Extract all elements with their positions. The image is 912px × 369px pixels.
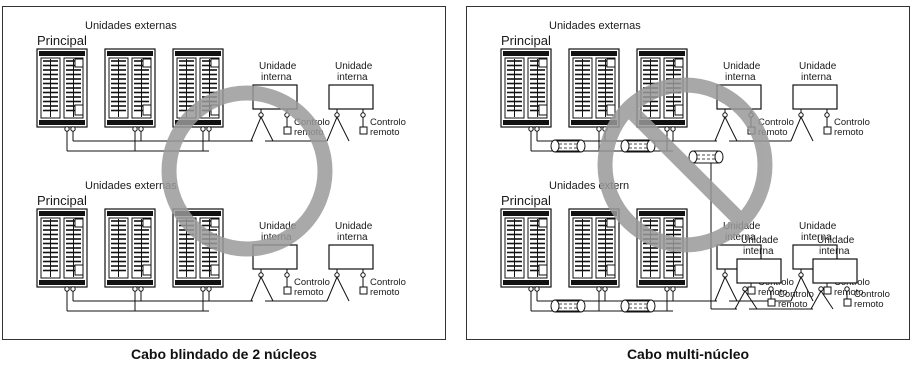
indoor-unit-label: Unidade — [723, 61, 761, 72]
outdoor-unit — [568, 208, 620, 288]
multi-core-cable-icon — [620, 139, 656, 153]
multi-core-cable-icon — [688, 150, 724, 164]
prohibited-icon — [597, 77, 773, 253]
remote-label: remoto — [854, 299, 884, 310]
indoor-unit-label: interna — [743, 246, 774, 257]
remote-label: remoto — [758, 127, 788, 138]
indoor-unit-label: interna — [725, 232, 756, 243]
remote-controller-icon — [747, 286, 756, 295]
outdoor-units-label: Unidades externas — [549, 20, 641, 32]
principal-label: Principal — [37, 193, 87, 208]
indoor-unit-label: Unidade — [335, 221, 373, 232]
outdoor-units-label: Unidades externas — [85, 20, 177, 32]
indoor-unit-label: interna — [819, 246, 850, 257]
wiring-diagram-two-core: Unidades externasPrincipalUnidadeinterna… — [36, 20, 406, 312]
indoor-unit-label: interna — [337, 232, 368, 243]
caption-two-core: Cabo blindado de 2 núcleos — [131, 346, 317, 362]
remote-label: Controlo — [294, 277, 330, 288]
outdoor-units-label: Unidades extern — [549, 180, 629, 192]
multi-core-cable-icon — [550, 299, 586, 313]
outdoor-unit — [568, 48, 620, 128]
system-group-top_group: Unidades externasPrincipalUnidadeinterna… — [36, 20, 406, 152]
indoor-unit-label: Unidade — [799, 61, 837, 72]
outdoor-unit — [104, 48, 156, 128]
remote-controller-icon — [283, 126, 292, 135]
outdoor-unit — [36, 48, 88, 128]
outdoor-unit — [104, 208, 156, 288]
remote-label: remoto — [370, 287, 400, 298]
indoor-unit-label: interna — [261, 72, 292, 83]
remote-label: Controlo — [370, 277, 406, 288]
remote-label: remoto — [834, 287, 864, 298]
indoor-unit-label: Unidade — [335, 61, 373, 72]
system-group-bottom_group: Unidades externPrincipalUnidadeinternaCo… — [500, 180, 870, 313]
multi-core-cable-icon — [620, 299, 656, 313]
remote-label: remoto — [758, 287, 788, 298]
indoor-unit-label: interna — [725, 72, 756, 83]
outdoor-units-label: Unidades externas — [85, 180, 177, 192]
outdoor-unit — [500, 48, 552, 128]
principal-label: Principal — [37, 33, 87, 48]
indoor-unit-label: Unidade — [817, 235, 855, 246]
remote-label: Controlo — [854, 289, 890, 300]
wiring-diagram-multi-core: Unidades externasPrincipalUnidadeinterna… — [500, 20, 890, 313]
outdoor-unit — [36, 208, 88, 288]
remote-label: remoto — [834, 127, 864, 138]
extra-indoor-group: UnidadeinternaControloremotoUnidadeinter… — [688, 150, 890, 310]
remote-controller-icon — [823, 286, 832, 295]
remote-label: Controlo — [758, 117, 794, 128]
remote-label: remoto — [370, 127, 400, 138]
principal-label: Principal — [501, 193, 551, 208]
multi-core-cable-icon — [550, 139, 586, 153]
remote-label: Controlo — [778, 289, 814, 300]
indoor-unit-label: Unidade — [259, 221, 297, 232]
remote-controller-icon — [767, 298, 776, 307]
caption-multi-core: Cabo multi-núcleo — [626, 346, 750, 362]
remote-label: Controlo — [370, 117, 406, 128]
indoor-unit-label: Unidade — [741, 235, 779, 246]
prohibited-icon — [161, 85, 333, 257]
remote-controller-icon — [359, 286, 368, 295]
indoor-unit-label: Unidade — [799, 221, 837, 232]
remote-controller-icon — [359, 126, 368, 135]
system-group-top_group: Unidades externasPrincipalUnidadeinterna… — [500, 20, 870, 153]
system-group-bottom_group: Unidades externasPrincipalUnidadeinterna… — [36, 180, 406, 312]
indoor-unit-label: Unidade — [259, 61, 297, 72]
principal-label: Principal — [501, 33, 551, 48]
remote-controller-icon — [283, 286, 292, 295]
remote-controller-icon — [823, 126, 832, 135]
remote-label: remoto — [294, 287, 324, 298]
indoor-unit-label: interna — [801, 232, 832, 243]
outdoor-unit — [500, 208, 552, 288]
remote-controller-icon — [843, 298, 852, 307]
indoor-unit-label: interna — [337, 72, 368, 83]
remote-label: remoto — [778, 299, 808, 310]
indoor-unit-label: interna — [801, 72, 832, 83]
remote-label: Controlo — [834, 117, 870, 128]
